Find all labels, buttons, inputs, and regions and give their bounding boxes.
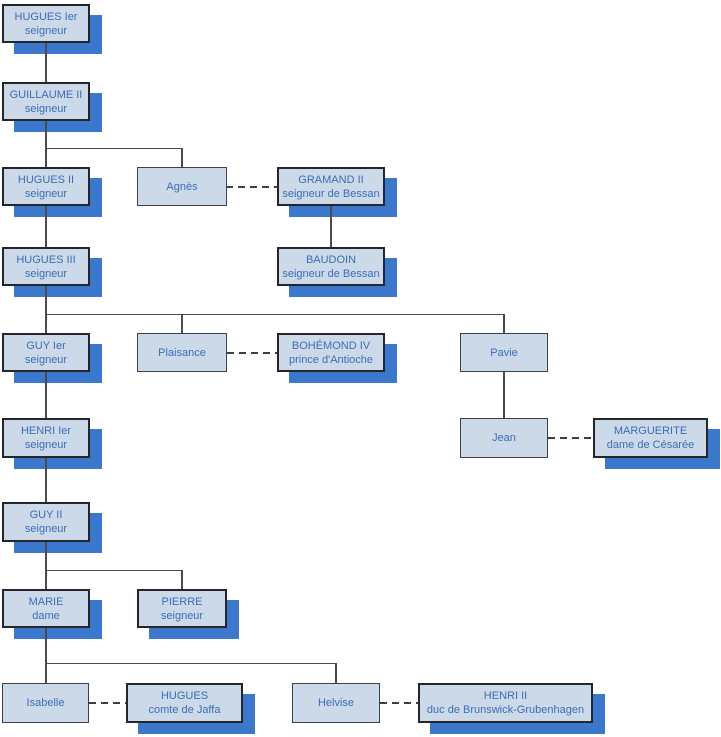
person-title: dame xyxy=(32,609,60,622)
descent-line-guy-ii-marie xyxy=(45,542,47,589)
person-title: seigneur xyxy=(24,267,68,280)
marriage-line-agnes-gramand-ii xyxy=(226,185,277,188)
node-hugues-ii[interactable]: HUGUES II seigneur xyxy=(2,167,90,206)
person-name: Agnès xyxy=(166,180,198,193)
sibling-branch-isabelle-helvise xyxy=(45,662,337,664)
person-name: GUY II xyxy=(29,509,63,521)
person-title: seigneur xyxy=(24,187,68,200)
node-hugues-iii[interactable]: HUGUES III seigneur xyxy=(2,247,90,286)
node-isabelle[interactable]: Isabelle xyxy=(2,683,89,723)
person-name: Jean xyxy=(492,432,516,444)
person-name: Helvise xyxy=(317,697,355,709)
person-name: HUGUES xyxy=(160,690,209,702)
person-title: seigneur de Bessan xyxy=(282,267,380,280)
person-name: GUY Ier xyxy=(26,339,66,352)
node-henri-ier[interactable]: HENRI Ier seigneur xyxy=(2,418,90,458)
marriage-line-helvise-henri-ii xyxy=(380,702,418,704)
person-name: HUGUES II xyxy=(17,173,75,186)
node-marie[interactable]: MARIE dame xyxy=(2,589,90,628)
node-helvise[interactable]: Helvise xyxy=(292,683,380,723)
marriage-line-plaisance-bohemond-iv xyxy=(227,351,277,354)
descent-line-marie-isabelle xyxy=(45,628,47,683)
person-title: comte de Jaffa xyxy=(148,704,221,716)
descent-line-hugues-iii-plaisance xyxy=(181,314,183,333)
person-title: seigneur xyxy=(24,353,68,366)
person-name: HUGUES III xyxy=(16,253,76,266)
person-name: GUILLAUME II xyxy=(9,88,83,101)
node-agnes[interactable]: Agnès xyxy=(137,167,227,206)
node-henri-ii[interactable]: HENRI II duc de Brunswick-Grubenhagen xyxy=(418,683,593,723)
node-bohemond-iv[interactable]: BOHÉMOND IV prince d'Antioche xyxy=(277,333,385,372)
person-name: HUGUES Ier xyxy=(14,10,78,23)
person-name: MARIE xyxy=(28,595,64,608)
node-gramand-ii[interactable]: GRAMAND II seigneur de Bessan xyxy=(277,167,385,206)
marriage-line-isabelle-hugues xyxy=(89,702,126,704)
person-name: Pavie xyxy=(490,346,518,359)
sibling-branch-marie-pierre xyxy=(45,569,183,571)
descent-line-hugues-iii-pavie xyxy=(503,314,505,333)
person-title: dame de Césarée xyxy=(606,439,695,451)
node-guillaume-ii[interactable]: GUILLAUME II seigneur xyxy=(2,82,90,121)
descent-line-guy-ier-henri-ier xyxy=(45,372,47,418)
person-name: Plaisance xyxy=(158,346,206,359)
sibling-branch-guy-plaisance-pavie xyxy=(45,313,505,315)
node-plaisance[interactable]: Plaisance xyxy=(137,333,227,372)
person-name: MARGUERITE xyxy=(613,425,688,437)
sibling-branch-hugues-ii-agnes xyxy=(45,147,183,149)
node-jean[interactable]: Jean xyxy=(460,418,548,458)
node-hugues-ier[interactable]: HUGUES Ier seigneur xyxy=(2,4,90,43)
descent-line-hugues-ii-hugues-iii xyxy=(45,206,47,247)
person-title: seigneur xyxy=(24,102,68,115)
node-hugues-jaffa[interactable]: HUGUES comte de Jaffa xyxy=(126,683,243,723)
marriage-line-jean-marguerite xyxy=(548,437,593,439)
descent-line-gramand-ii-baudoin xyxy=(330,206,332,247)
node-baudoin[interactable]: BAUDOIN seigneur de Bessan xyxy=(277,247,385,286)
descent-line-guillaume-ii-agnes xyxy=(181,148,183,167)
descent-line-pavie-jean xyxy=(503,372,505,418)
person-name: BOHÉMOND IV xyxy=(291,339,371,352)
descent-line-guillaume-ii-hugues-ii xyxy=(45,121,47,167)
person-title: duc de Brunswick-Grubenhagen xyxy=(426,704,585,716)
person-name: PIERRE xyxy=(161,595,203,608)
person-name: Isabelle xyxy=(26,697,65,709)
person-title: seigneur de Bessan xyxy=(282,187,380,200)
person-title: prince d'Antioche xyxy=(288,353,374,366)
node-guy-ier[interactable]: GUY Ier seigneur xyxy=(2,333,90,372)
descent-line-hugues-iii-guy-ier xyxy=(45,286,47,333)
person-title: seigneur xyxy=(160,609,204,622)
person-name: GRAMAND II xyxy=(298,173,364,186)
person-name: HENRI Ier xyxy=(20,425,72,437)
node-marguerite[interactable]: MARGUERITE dame de Césarée xyxy=(593,418,708,458)
descent-line-henri-ier-guy-ii xyxy=(45,458,47,502)
person-name: BAUDOIN xyxy=(305,253,357,266)
descent-line-guy-ii-pierre xyxy=(181,570,183,589)
descent-line-hugues-ier-guillaume-ii xyxy=(45,43,47,82)
person-title: seigneur xyxy=(24,24,68,37)
node-guy-ii[interactable]: GUY II seigneur xyxy=(2,502,90,542)
person-title: seigneur xyxy=(24,523,68,535)
descent-line-marie-helvise xyxy=(335,663,337,683)
person-name: HENRI II xyxy=(483,690,528,702)
person-title: seigneur xyxy=(24,439,68,451)
node-pierre[interactable]: PIERRE seigneur xyxy=(137,589,227,628)
node-pavie[interactable]: Pavie xyxy=(460,333,548,372)
